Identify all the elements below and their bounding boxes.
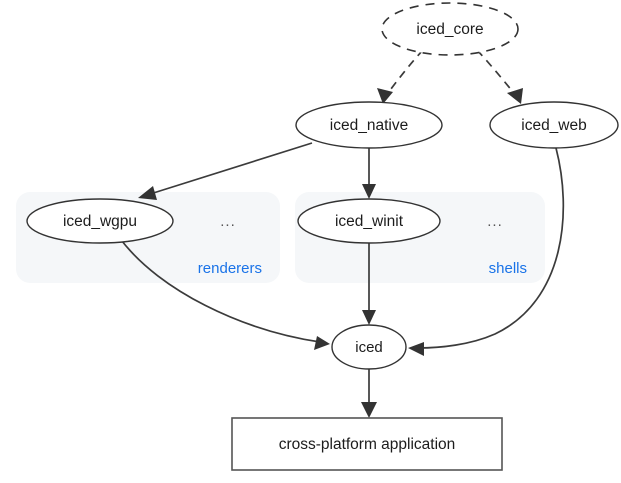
edge-core-to-web-arrowhead [507,88,523,104]
edge-native-to-wgpu [138,142,313,200]
node-iced-web-shape[interactable] [489,101,619,149]
node-iced-core-label: iced_core [416,21,483,38]
edge-wgpu-to-iced-line [121,240,321,343]
node-iced-wgpu[interactable]: iced_wgpu [26,198,174,244]
cluster-renderers-ellipsis: ... [220,213,236,230]
edge-winit-to-iced-arrowhead [362,310,376,325]
node-iced-winit[interactable]: iced_winit [297,198,441,244]
edge-web-to-iced-arrowhead [408,342,424,356]
node-iced-web[interactable]: iced_web [489,101,619,149]
edge-web-to-iced [408,147,565,356]
node-iced-native-shape[interactable] [295,101,443,149]
node-iced-wgpu-shape[interactable] [26,198,174,244]
cluster-renderers-label: renderers [198,260,262,277]
cluster-shells-ellipsis: ... [487,213,503,230]
edge-wgpu-to-iced [121,240,330,350]
edge-iced-to-application-arrowhead [361,402,377,418]
node-iced-core[interactable]: iced_core [381,2,519,56]
node-iced-native[interactable]: iced_native [295,101,443,149]
node-iced-native-label: iced_native [330,117,408,134]
edge-web-to-iced-line [417,147,565,349]
edge-core-to-web-line [476,49,518,98]
node-iced-wgpu-label: iced_wgpu [63,213,137,230]
edge-winit-to-iced [362,243,376,325]
cluster-shells-label: shells [489,260,527,277]
node-cross-platform-application[interactable]: cross-platform application [231,417,503,471]
node-cross-platform-application-label: cross-platform application [279,436,456,453]
edge-native-to-wgpu-arrowhead [138,186,157,200]
edge-core-to-native [377,49,424,104]
node-iced-winit-shape[interactable] [297,198,441,244]
edge-iced-to-application [361,369,377,418]
node-iced-core-shape[interactable] [381,2,519,56]
node-iced-winit-label: iced_winit [335,213,404,230]
edge-native-to-winit-arrowhead [362,184,376,199]
node-iced[interactable]: iced [331,324,407,370]
edge-core-to-web [476,49,523,104]
node-iced-label: iced [355,339,383,356]
edge-core-to-native-arrowhead [377,88,393,104]
edge-native-to-winit [362,148,376,199]
node-iced-shape[interactable] [331,324,407,370]
edge-wgpu-to-iced-arrowhead [314,336,330,350]
edge-core-to-native-line [384,49,424,98]
node-iced-web-label: iced_web [521,117,587,134]
edge-native-to-wgpu-line [146,142,313,196]
node-cross-platform-application-shape[interactable] [231,417,503,471]
